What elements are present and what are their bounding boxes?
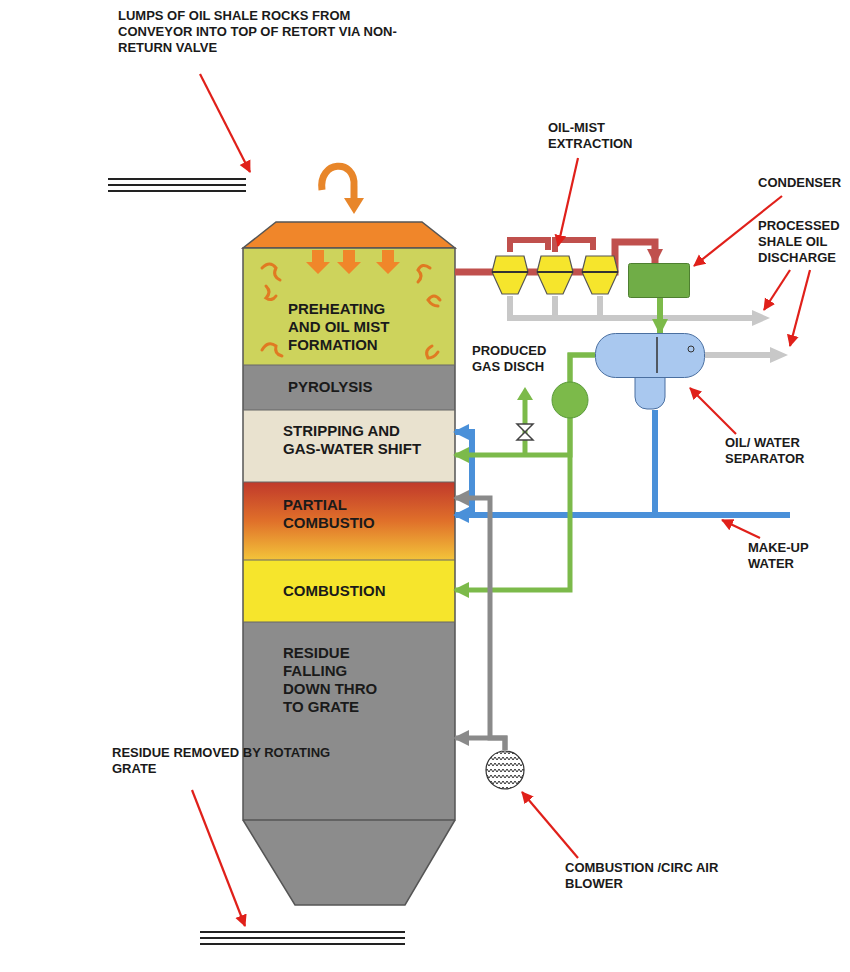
conveyor	[108, 179, 246, 191]
retort-zone: PYROLYSIS	[243, 365, 455, 410]
retort-zone: PREHEATING AND OIL MIST FORMATION	[243, 248, 455, 365]
zone-label: PYROLYSIS	[288, 378, 448, 396]
callout-label: LUMPS OF OIL SHALE ROCKS FROM CONVEYOR I…	[118, 8, 418, 56]
retort-zone: STRIPPING AND GAS-WATER SHIFT	[243, 410, 455, 482]
mist-line	[510, 240, 593, 252]
equipment-label: COMBUSTION /CIRC AIR BLOWER	[565, 860, 725, 892]
gas-line	[517, 387, 533, 400]
equipment-label: OIL/ WATER SEPARATOR	[725, 435, 835, 467]
blower-outline	[485, 750, 525, 790]
flow-line	[455, 355, 595, 590]
zone-label: RESIDUE FALLING DOWN THRO TO GRATE	[283, 644, 383, 716]
condenser-box: CONDENSER	[628, 263, 690, 298]
shale-lump	[262, 264, 440, 358]
condenser-outline	[628, 263, 690, 298]
retort-zone: RESIDUE FALLING DOWN THRO TO GRATE	[243, 622, 455, 820]
zone-label: PARTIAL COMBUSTIO	[283, 496, 403, 532]
callout-label: OIL-MIST EXTRACTION	[548, 120, 648, 152]
retort-zone: COMBUSTION	[243, 560, 455, 622]
callout-label: RESIDUE REMOVED BY ROTATING GRATE	[112, 745, 372, 777]
oil-discharge-line	[752, 310, 770, 326]
callout-label: MAKE-UP WATER	[748, 540, 838, 572]
water-line	[655, 512, 790, 518]
air-blower: COMBUSTION /CIRC AIR BLOWER	[485, 750, 525, 790]
callout-label: PRODUCED GAS DISCH	[472, 343, 557, 375]
feed-arrow	[344, 198, 364, 214]
flow-line	[455, 738, 505, 750]
gas-pump	[552, 382, 588, 418]
zone-label: COMBUSTION	[283, 582, 433, 600]
flow-line	[657, 298, 663, 333]
valve	[517, 424, 533, 440]
cyclone	[492, 256, 618, 294]
zone-label: PREHEATING AND OIL MIST FORMATION	[288, 300, 413, 354]
retort-zone: PARTIAL COMBUSTIO	[243, 482, 455, 560]
equipment-label: CONDENSER	[758, 175, 848, 191]
conveyor	[200, 932, 405, 944]
callout-arrow	[192, 74, 810, 926]
flow-line	[455, 498, 505, 750]
callout-label: PROCESSED SHALE OIL DISCHARGE	[758, 218, 846, 266]
feed-arrow	[306, 250, 400, 274]
retort-hood	[243, 222, 455, 248]
oil-discharge-line	[770, 347, 788, 363]
separator-outline	[595, 333, 705, 410]
zone-label: STRIPPING AND GAS-WATER SHIFT	[283, 422, 433, 458]
separator-vessel: OIL/ WATER SEPARATOR	[595, 333, 705, 410]
feed-arrow	[322, 166, 354, 200]
